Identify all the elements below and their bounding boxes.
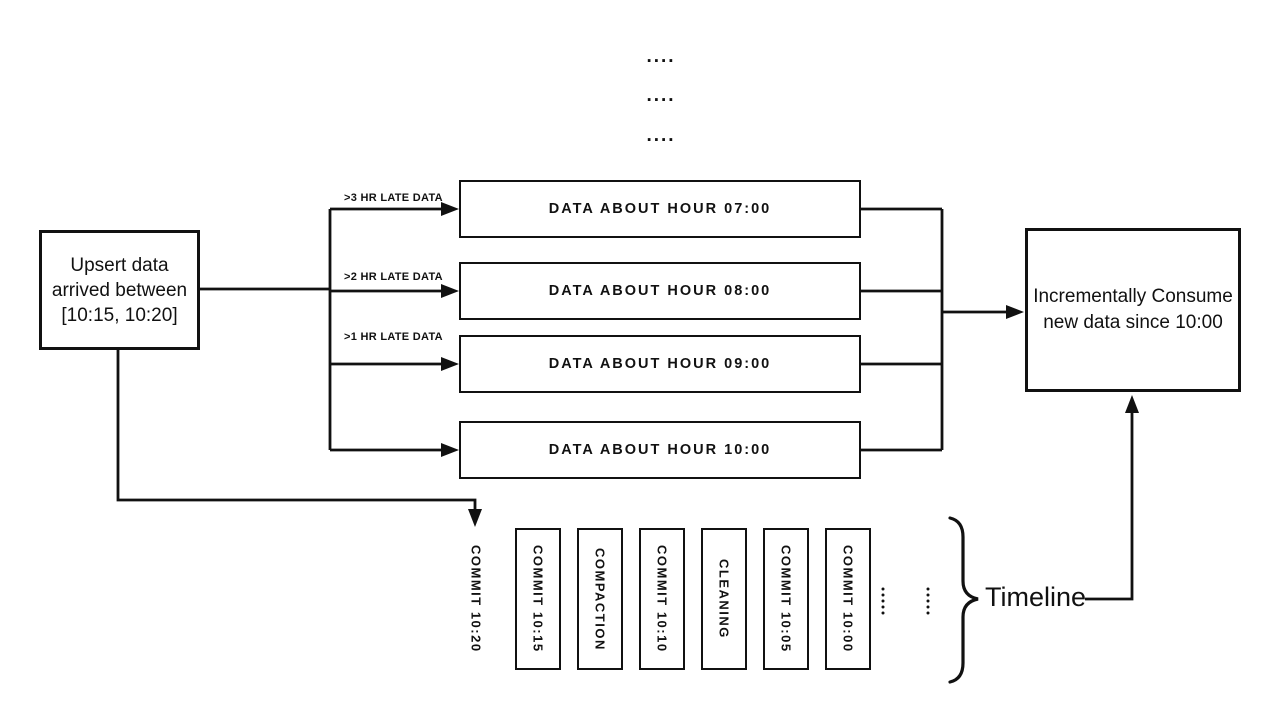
commit-box-10-05-label: COMMIT 10:05 <box>778 545 794 653</box>
commit-box-10-20-label: COMMIT 10:20 <box>468 545 484 653</box>
commit-box-10-20: COMMIT 10:20 <box>453 528 499 670</box>
arrowhead-hour08 <box>441 284 459 298</box>
data-box-hour-0700: DATA ABOUT HOUR 07:00 <box>459 180 861 238</box>
compaction-box: COMPACTION <box>577 528 623 670</box>
top-ellipsis-row-3: .... <box>646 125 676 146</box>
top-ellipsis-row-1: .... <box>646 46 676 67</box>
upsert-line-3: [10:15, 10:20] <box>61 304 178 326</box>
upsert-to-commit-line <box>116 350 477 511</box>
cleaning-box-label: CLEANING <box>716 559 732 639</box>
consumer-line-2: new data since 10:00 <box>1043 312 1223 333</box>
data-box-hour-0900-label: DATA ABOUT HOUR 09:00 <box>548 356 772 372</box>
late-data-label-3hr: >3 HR LATE DATA <box>344 192 443 204</box>
arrowhead-commit-down <box>468 509 482 527</box>
upsert-data-box: Upsert data arrived between [10:15, 10:2… <box>39 230 200 350</box>
timeline-brace <box>948 516 979 684</box>
arrowhead-hour09 <box>441 357 459 371</box>
timeline-label: Timeline <box>985 582 1087 612</box>
data-box-hour-1000: DATA ABOUT HOUR 10:00 <box>459 421 861 479</box>
incremental-consumer-box: Incrementally Consume new data since 10:… <box>1025 228 1241 392</box>
commit-box-10-10: COMMIT 10:10 <box>639 528 685 670</box>
arrowhead-hour10 <box>441 443 459 457</box>
late-data-label-2hr: >2 HR LATE DATA <box>344 271 443 283</box>
consumer-line-1: Incrementally Consume <box>1033 286 1233 307</box>
data-box-hour-1000-label: DATA ABOUT HOUR 10:00 <box>548 442 772 458</box>
data-box-hour-0700-label: DATA ABOUT HOUR 07:00 <box>548 201 772 217</box>
commit-box-10-15-label: COMMIT 10:15 <box>530 545 546 653</box>
compaction-box-label: COMPACTION <box>592 547 608 651</box>
upsert-line-2: arrived between <box>51 279 188 301</box>
cleaning-box: CLEANING <box>701 528 747 670</box>
commit-box-10-10-label: COMMIT 10:10 <box>654 545 670 653</box>
upsert-line-1: Upsert data <box>70 254 169 276</box>
arrowhead-hour07 <box>441 202 459 216</box>
commit-box-10-05: COMMIT 10:05 <box>763 528 809 670</box>
arrowhead-consumer <box>1006 305 1024 319</box>
vertical-ellipsis-icon <box>924 586 932 616</box>
data-box-hour-0800: DATA ABOUT HOUR 08:00 <box>459 262 861 320</box>
late-data-label-1hr: >1 HR LATE DATA <box>344 331 443 343</box>
commit-box-10-00-label: COMMIT 10:00 <box>840 545 856 653</box>
data-box-hour-0800-label: DATA ABOUT HOUR 08:00 <box>548 283 772 299</box>
arrowhead-timeline-up <box>1125 395 1139 413</box>
top-ellipsis-row-2: .... <box>646 85 676 106</box>
data-box-hour-0900: DATA ABOUT HOUR 09:00 <box>459 335 861 393</box>
vertical-ellipsis-icon <box>879 586 887 616</box>
commit-box-10-15: COMMIT 10:15 <box>515 528 561 670</box>
timeline-elbow-line <box>1085 412 1134 601</box>
commit-box-10-00: COMMIT 10:00 <box>825 528 871 670</box>
